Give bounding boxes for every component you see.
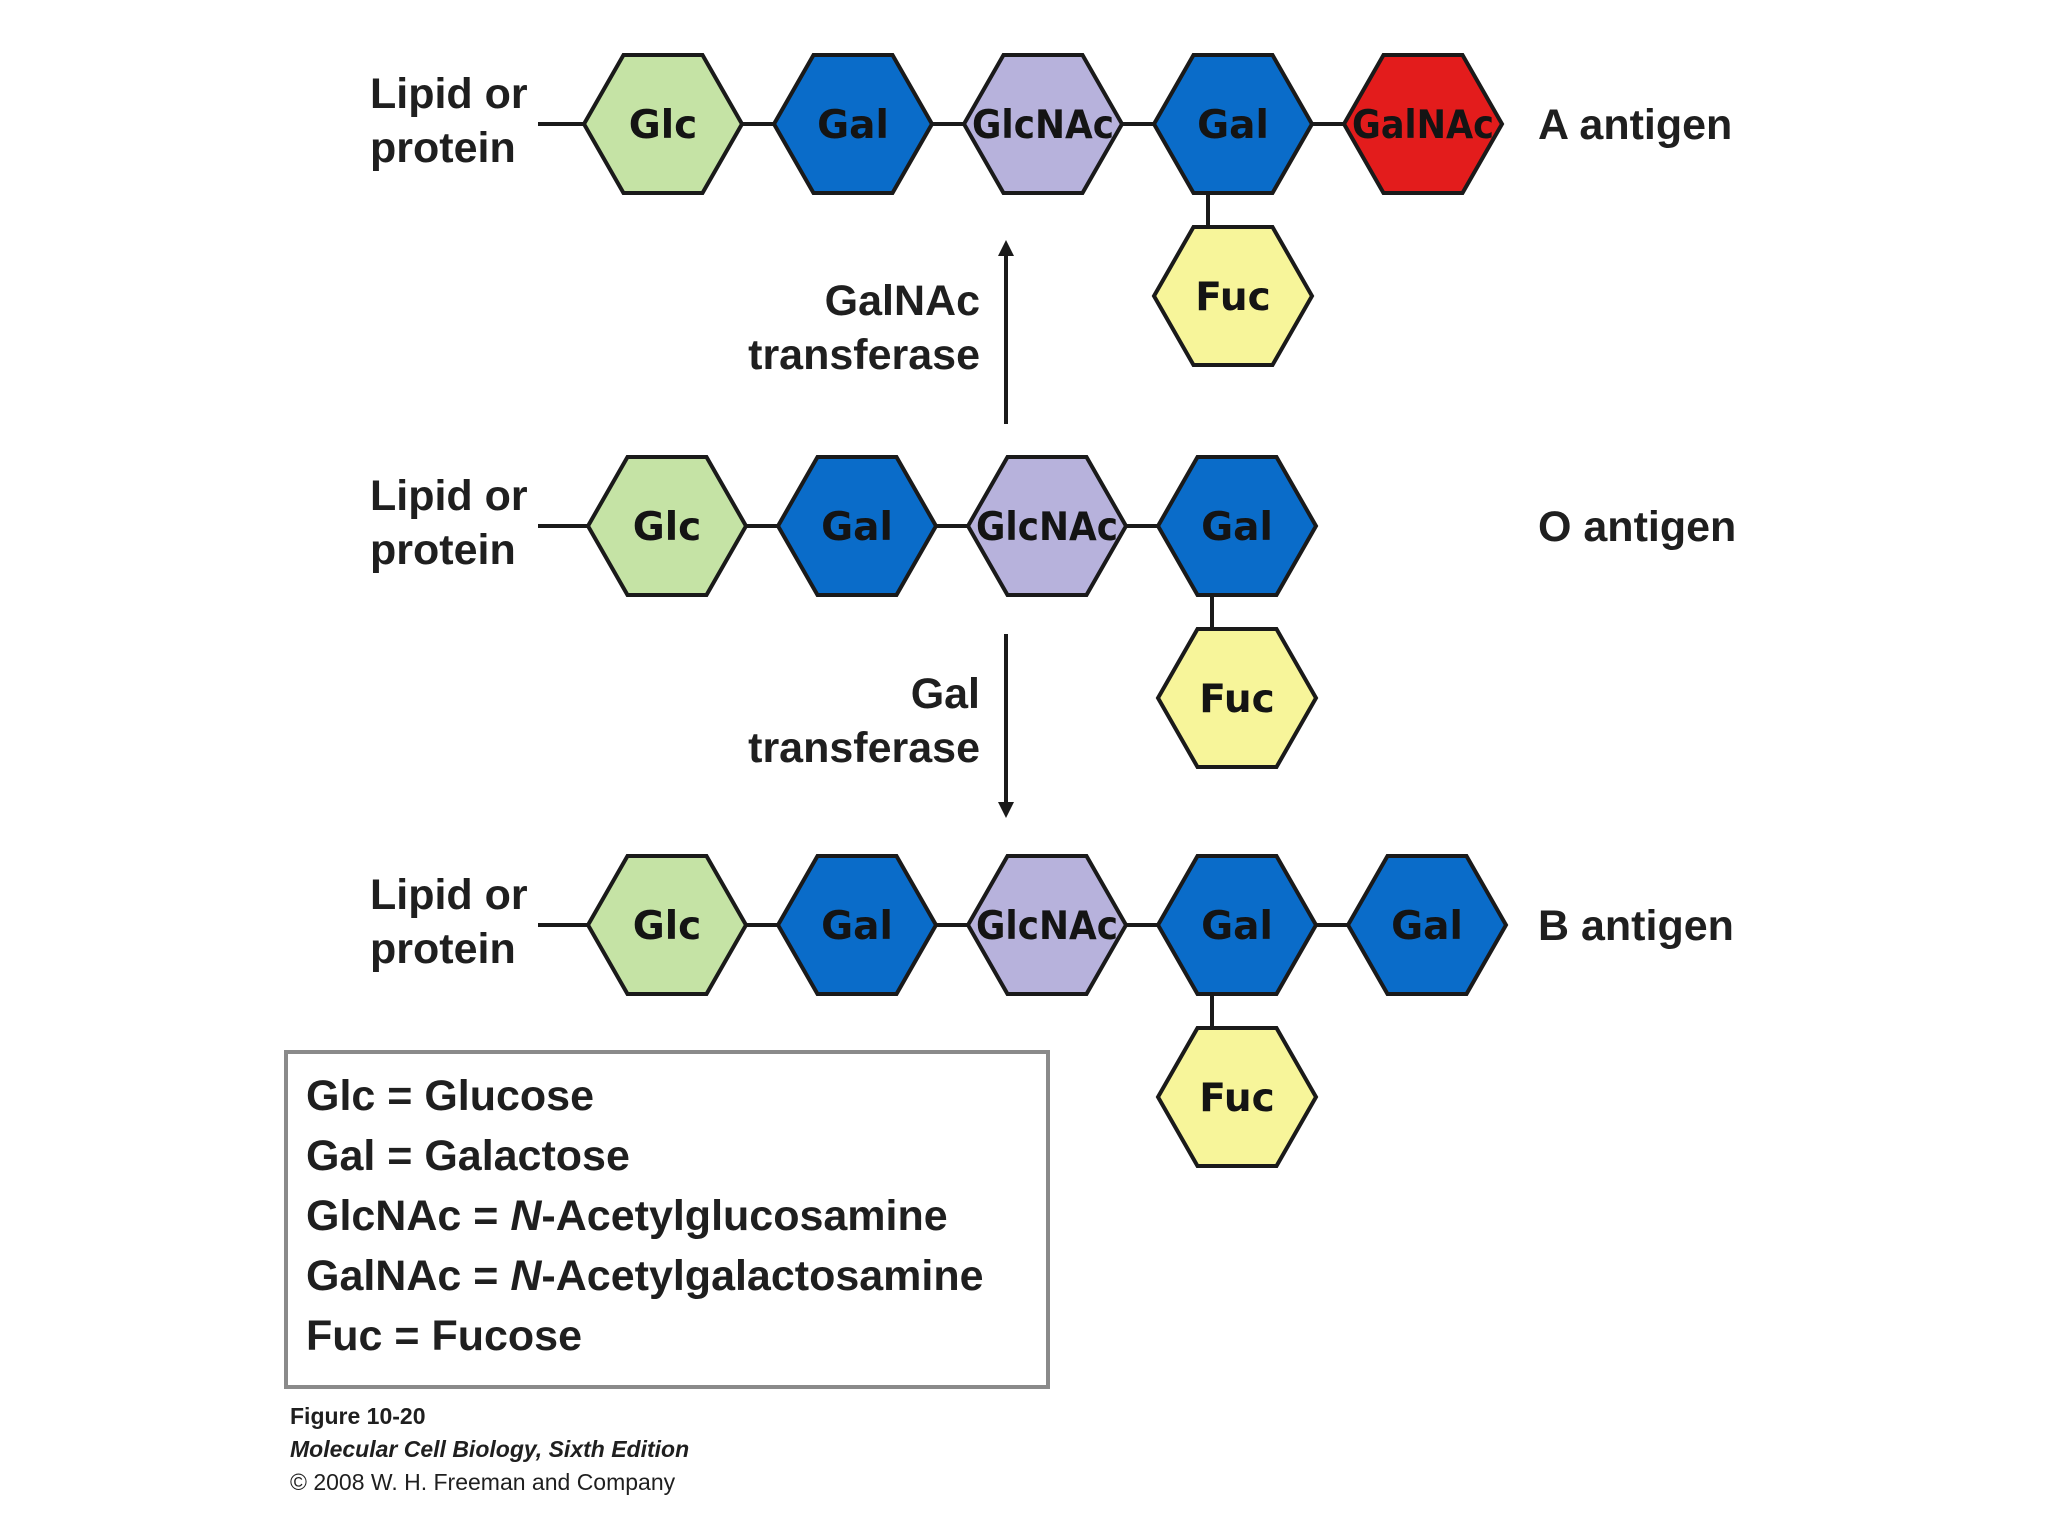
residue-label: Glc — [633, 904, 702, 949]
residue-fuc-branch: Fuc — [1151, 225, 1315, 367]
residue-fuc-branch: Fuc — [1155, 627, 1319, 769]
legend-entry-galnac: GalNAc = N-Acetylgalactosamine — [306, 1252, 984, 1300]
residue-label: Gal — [1197, 103, 1269, 148]
residue-label: Fuc — [1199, 1076, 1275, 1121]
residue-label: Glc — [633, 505, 702, 550]
residue-gal: Gal — [1155, 455, 1319, 597]
hexagon-shape — [585, 854, 749, 996]
residue-glc: Glc — [585, 455, 749, 597]
residue-label: Glc — [629, 103, 698, 148]
residue-gal: Gal — [1151, 53, 1315, 195]
residue-label: Gal — [1391, 904, 1463, 949]
antigen-name: O antigen — [1538, 503, 1736, 551]
residue-gal: Gal — [1345, 854, 1509, 996]
residue-label: GalNAc — [1352, 103, 1494, 148]
hexagon-shape — [771, 53, 935, 195]
antigen-name: A antigen — [1538, 101, 1732, 149]
legend-border — [284, 1050, 1050, 1389]
arrow-up-icon — [998, 240, 1014, 256]
residue-label: GlcNAc — [972, 103, 1114, 148]
hexagon-shape — [961, 53, 1125, 195]
hexagon-shape — [1155, 854, 1319, 996]
residue-label: Gal — [821, 904, 893, 949]
hexagon-shape — [581, 53, 745, 195]
legend-entry-gal: Gal = Galactose — [306, 1132, 630, 1180]
residue-glcnac: GlcNAc — [961, 53, 1125, 195]
arrow-down-icon — [998, 802, 1014, 818]
caption-figure-number: Figure 10-20 — [290, 1403, 426, 1429]
caption-book-title: Molecular Cell Biology, Sixth Edition — [290, 1436, 689, 1462]
hexagon-shape — [965, 455, 1129, 597]
residue-label: Gal — [1201, 505, 1273, 550]
residue-glcnac: GlcNAc — [965, 854, 1129, 996]
residue-label: Gal — [1201, 904, 1273, 949]
hexagon-shape — [775, 455, 939, 597]
residue-label: Fuc — [1195, 275, 1271, 320]
residue-label: GlcNAc — [976, 505, 1118, 550]
legend-entry-glcnac: GlcNAc = N-Acetylglucosamine — [306, 1192, 948, 1240]
residue-label: Gal — [821, 505, 893, 550]
antigen-name: B antigen — [1538, 902, 1734, 950]
residue-label: GlcNAc — [976, 904, 1118, 949]
legend-entry-glc: Glc = Glucose — [306, 1072, 594, 1120]
figure-caption: Figure 10-20 Molecular Cell Biology, Six… — [290, 1403, 689, 1495]
hexagon-shape — [1341, 53, 1505, 195]
residue-gal: Gal — [775, 854, 939, 996]
hexagon-shape — [1345, 854, 1509, 996]
residue-galnac: GalNAc — [1341, 53, 1505, 195]
residue-label: Fuc — [1199, 677, 1275, 722]
hexagon-shape — [1151, 225, 1315, 367]
hexagon-shape — [965, 854, 1129, 996]
residue-glc: Glc — [581, 53, 745, 195]
hexagon-shape — [1155, 627, 1319, 769]
residue-glcnac: GlcNAc — [965, 455, 1129, 597]
hexagon-shape — [1155, 1026, 1319, 1168]
residue-glc: Glc — [585, 854, 749, 996]
residue-gal: Gal — [771, 53, 935, 195]
caption-copyright: © 2008 W. H. Freeman and Company — [290, 1469, 676, 1495]
hexagon-shape — [585, 455, 749, 597]
hexagon-shape — [775, 854, 939, 996]
hexagon-shape — [1151, 53, 1315, 195]
hexagon-shape — [1155, 455, 1319, 597]
legend-entry-fuc: Fuc = Fucose — [306, 1312, 582, 1360]
residue-label: Gal — [817, 103, 889, 148]
residue-fuc-branch: Fuc — [1155, 1026, 1319, 1168]
residue-gal: Gal — [775, 455, 939, 597]
residue-gal: Gal — [1155, 854, 1319, 996]
